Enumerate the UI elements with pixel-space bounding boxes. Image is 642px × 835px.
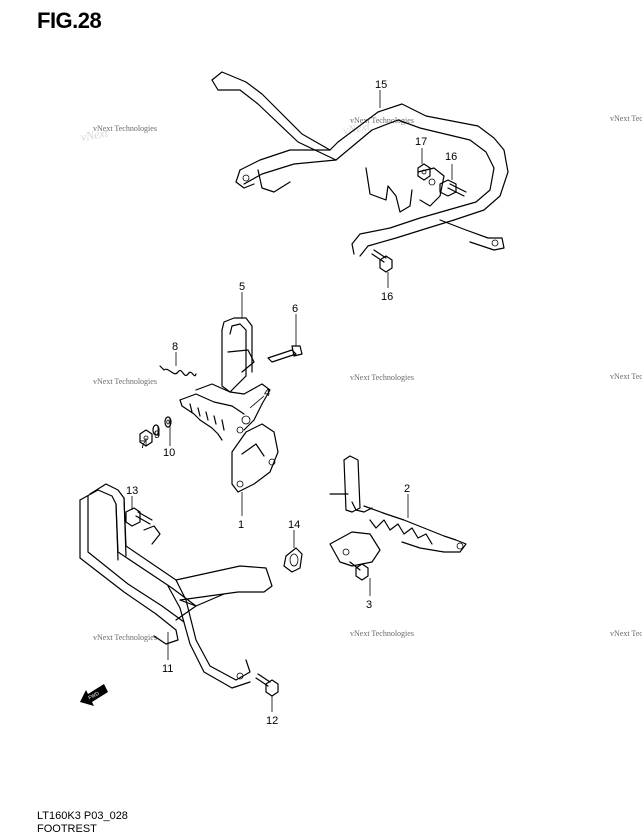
watermark-text: vNext Technologies xyxy=(350,116,414,125)
part-16-bolt-upper xyxy=(439,179,467,197)
figure-title: FIG.28 xyxy=(37,8,102,33)
part-15-frame-bracket xyxy=(211,71,509,257)
callout-9: 9 xyxy=(154,429,160,441)
callout-16-lower: 16 xyxy=(381,291,393,303)
part-6-pin xyxy=(267,345,303,363)
callout-7: 7 xyxy=(140,439,146,451)
callout-11: 11 xyxy=(162,663,173,675)
callout-3: 3 xyxy=(366,599,372,611)
watermark-text: vNext Technologies xyxy=(350,373,414,382)
watermark-3: vNext Technologies xyxy=(610,114,642,123)
part-1-footrest-plate xyxy=(231,423,279,493)
callout-8: 8 xyxy=(172,341,178,353)
watermark-text: vNext Technologies xyxy=(350,629,414,638)
part-12-bolt xyxy=(255,673,279,697)
callout-13: 13 xyxy=(126,485,138,497)
watermark-text: vNext Technologies xyxy=(610,114,642,123)
leader-lines xyxy=(131,90,453,712)
watermark-2: vNext vNext Technologies xyxy=(342,116,414,137)
watermark-text: vNext Technologies xyxy=(610,372,642,381)
part-2-footrest xyxy=(329,455,467,567)
part-5-bracket xyxy=(221,317,255,393)
callout-15: 15 xyxy=(375,79,387,91)
part-14-cap xyxy=(283,547,303,573)
callout-14: 14 xyxy=(288,519,300,531)
watermark-8: vNext Technologies xyxy=(350,629,414,638)
figure-code: LT160K3 P03_028 xyxy=(37,810,128,822)
watermark-text: vNext Technologies xyxy=(93,124,157,133)
watermark-9: vNext Technologies xyxy=(610,629,642,638)
callout-16-upper: 16 xyxy=(445,151,457,163)
watermark-4: vNext Technologies xyxy=(93,377,157,386)
part-17-nut xyxy=(417,163,431,181)
part-13-bolt xyxy=(125,507,153,527)
fwd-direction-arrow-icon: FWD xyxy=(80,684,108,706)
callout-4: 4 xyxy=(264,387,270,399)
part-3-bolt xyxy=(349,561,369,581)
part-11-guard-bar xyxy=(79,483,273,689)
watermark-text: vNext Technologies xyxy=(93,633,157,642)
part-10-washer xyxy=(164,416,172,428)
watermark-5: vNext Technologies xyxy=(350,373,414,382)
callout-5: 5 xyxy=(239,281,245,293)
figure-name: FOOTREST xyxy=(37,823,97,835)
fwd-label: FWD xyxy=(88,691,101,702)
svg-text:vNext: vNext xyxy=(80,125,110,144)
watermark-text: vNext Technologies xyxy=(610,629,642,638)
callout-17: 17 xyxy=(415,136,427,148)
part-16-bolt-lower xyxy=(371,249,393,273)
callout-1: 1 xyxy=(238,519,244,531)
part-9-washer xyxy=(152,424,160,436)
watermark-7: vNext Technologies xyxy=(93,633,157,642)
part-8-spring xyxy=(159,365,197,377)
callout-10: 10 xyxy=(163,447,175,459)
watermark-text: vNext Technologies xyxy=(93,377,157,386)
callout-2: 2 xyxy=(404,483,410,495)
callout-12: 12 xyxy=(266,715,278,727)
watermark-6: vNext Technologies xyxy=(610,372,642,381)
callout-6: 6 xyxy=(292,303,298,315)
callouts: 15 16 17 16 5 6 8 4 1 7 9 10 2 3 13 14 1… xyxy=(126,79,457,727)
watermark-1: vNext vNext Technologies xyxy=(80,124,157,144)
part-4-footrest-assembly xyxy=(179,383,271,441)
